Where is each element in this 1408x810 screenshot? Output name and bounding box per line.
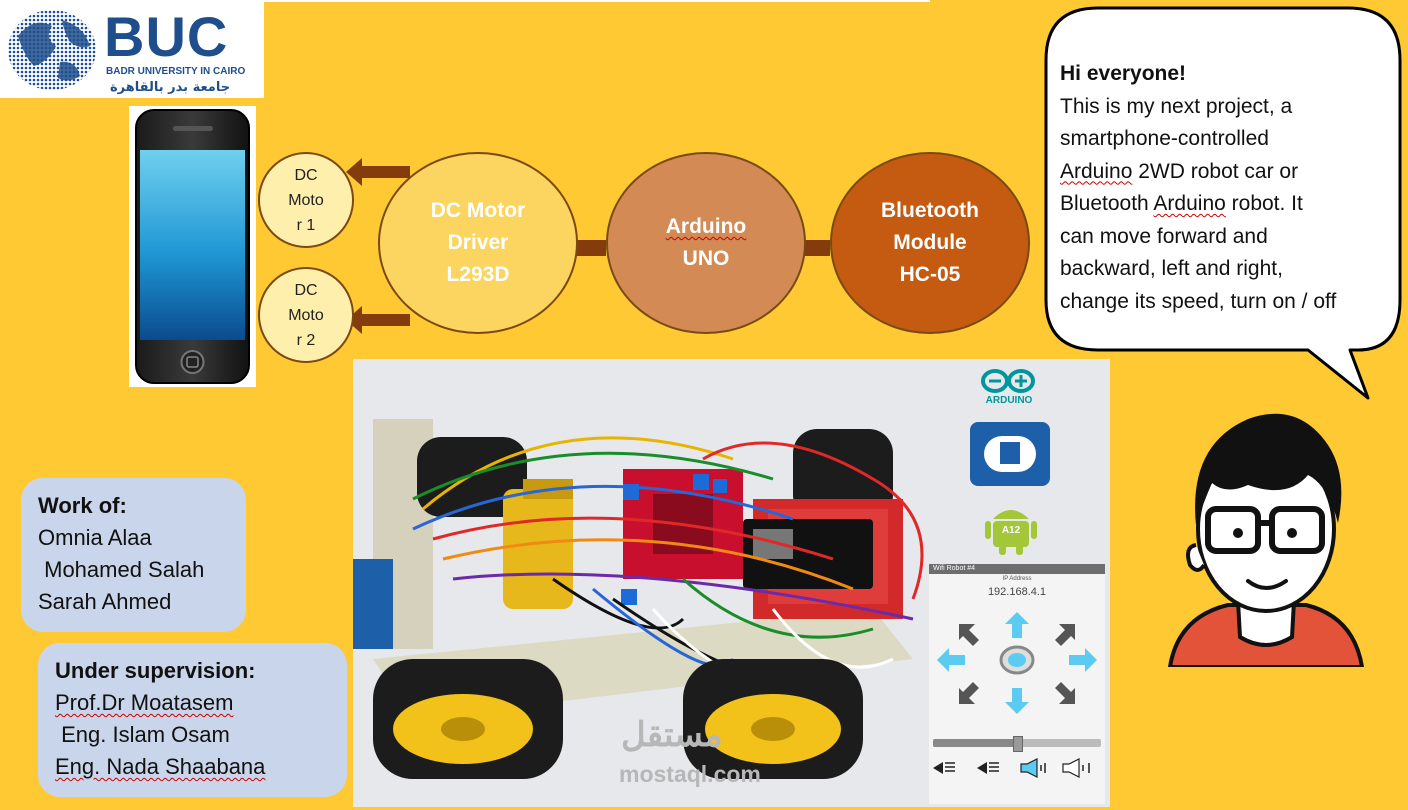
- arrow-up-button[interactable]: [1005, 612, 1029, 638]
- direction-pad: [937, 612, 1097, 714]
- cartoon-presenter: [1168, 413, 1364, 667]
- speed-slider-thumb[interactable]: [1013, 736, 1023, 752]
- watermark-arabic: مستقل: [621, 716, 723, 754]
- bubble-line-1: This is my next project, a: [1060, 94, 1293, 118]
- logo-arabic: جامعة بدر بالقاهرة: [110, 80, 231, 95]
- work-of-panel: Work of: Omnia Alaa Mohamed Salah Sarah …: [21, 478, 246, 632]
- arrow-driver-to-motor1: [346, 158, 410, 186]
- arrow-right-button[interactable]: [1069, 648, 1097, 672]
- arrow-left-button[interactable]: [937, 648, 965, 672]
- android-label: A12: [1001, 525, 1021, 536]
- ip-label: IP Address: [1002, 576, 1032, 582]
- supervision-panel: Under supervision: Prof.Dr Moatasem Eng.…: [38, 643, 347, 797]
- buc-logo: BUC BADR UNIVERSITY IN CAIRO جامعة بدر ب…: [0, 0, 264, 98]
- speed-slider[interactable]: [933, 736, 1101, 752]
- nodemcu-app-icon: [970, 422, 1050, 486]
- author-name: Sarah Ahmed: [38, 589, 172, 614]
- robot-car-photo: مستقل mostaql.com ARDUINO A12 Wifi Robot…: [353, 359, 1110, 807]
- globe-icon: [8, 10, 96, 90]
- smartphone-image: [129, 106, 256, 387]
- arrow-up-right-button[interactable]: [1055, 624, 1075, 646]
- supervisor-name: Eng. Islam Osam: [55, 722, 230, 747]
- stop-button[interactable]: [999, 645, 1035, 675]
- speed-slider-fill: [933, 739, 1017, 747]
- arrow-down-right-button[interactable]: [1055, 682, 1075, 704]
- android-icon: [985, 510, 1037, 555]
- supervisor-name: Eng. Nada Shaabana: [55, 754, 266, 779]
- arrow-down-button[interactable]: [1005, 688, 1029, 714]
- app-controller-panel: Wifi Robot #4 IP Address 192.168.4.1: [929, 564, 1105, 804]
- logo-title: BUC: [104, 5, 229, 68]
- arrow-up-left-button[interactable]: [959, 624, 979, 646]
- light-high-button[interactable]: [977, 762, 999, 774]
- bubble-text: Hi everyone! This is my next project, a …: [1060, 58, 1405, 318]
- supervision-heading: Under supervision:: [55, 658, 256, 683]
- bubble-line-7: change its speed, turn on / off: [1060, 289, 1337, 313]
- author-name: Mohamed Salah: [38, 557, 205, 582]
- bubble-line-3: Arduino 2WD robot car or: [1060, 159, 1299, 183]
- arrow-down-left-button[interactable]: [959, 682, 979, 704]
- author-name: Omnia Alaa: [38, 525, 152, 550]
- top-divider: [0, 0, 930, 2]
- bubble-line-4: Bluetooth Arduino robot. It: [1060, 192, 1303, 215]
- bubble-line-5: can move forward and: [1060, 224, 1268, 248]
- watermark: mostaql.com: [619, 761, 761, 787]
- app-title: Wifi Robot #4: [933, 565, 976, 572]
- arrow-driver-to-motor2: [346, 306, 410, 334]
- speed-buttons: [933, 758, 1090, 778]
- speech-bubble: [1044, 6, 1402, 400]
- light-low-button[interactable]: [933, 762, 955, 774]
- logo-subtitle: BADR UNIVERSITY IN CAIRO: [106, 66, 246, 77]
- ip-value: 192.168.4.1: [987, 586, 1047, 598]
- horn-off-button[interactable]: [1062, 758, 1090, 778]
- bubble-line-2: smartphone-controlled: [1060, 127, 1269, 150]
- horn-on-button[interactable]: [1020, 758, 1046, 778]
- app-title-bar: Wifi Robot #4: [929, 564, 1105, 574]
- work-of-heading: Work of:: [38, 493, 127, 518]
- arduino-label: ARDUINO: [985, 395, 1033, 406]
- smartphone-icon: [135, 109, 250, 384]
- supervisor-name: Prof.Dr Moatasem: [55, 690, 234, 715]
- bubble-line-6: backward, left and right,: [1060, 257, 1283, 280]
- bubble-greeting: Hi everyone!: [1060, 62, 1187, 85]
- arduino-logo-icon: [981, 369, 1035, 393]
